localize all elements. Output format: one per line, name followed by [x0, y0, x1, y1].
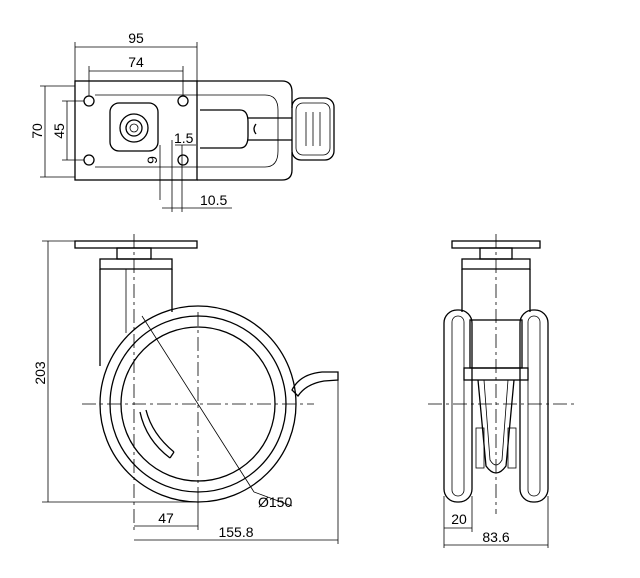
dim-155-8-label: 155.8 — [218, 524, 253, 540]
front-wheel-right — [519, 309, 549, 503]
dim-1-5-label: 1.5 — [174, 130, 194, 146]
dim-150-shelf — [253, 491, 293, 507]
top-brake-joint — [253, 123, 257, 135]
front-wheel-left — [443, 309, 473, 503]
bolt-hole-tr — [177, 95, 189, 107]
dim-95-label: 95 — [128, 30, 144, 46]
top-brake-stem — [248, 117, 292, 141]
side-swivel-ring — [99, 258, 173, 270]
top-view: 95 74 70 45 1.5 9 10.5 — [29, 30, 335, 212]
dim-45-label: 45 — [51, 123, 67, 139]
front-wheel-left-inner — [451, 315, 465, 497]
front-hub-left — [475, 427, 485, 469]
front-view: 20 83.6 — [428, 234, 578, 548]
side-view: Ø150 203 47 155.8 — [32, 234, 339, 544]
side-hub-arc — [139, 409, 175, 459]
dim-20-label: 20 — [451, 511, 467, 527]
dim-74-label: 74 — [128, 54, 144, 70]
top-plate — [74, 80, 198, 181]
top-brake-pedal-inner — [295, 102, 331, 156]
side-plate — [74, 240, 198, 249]
bolt-hole-br — [177, 154, 189, 166]
bolt-hole-tl — [83, 95, 95, 107]
side-hub-arc-end — [169, 451, 175, 459]
dim-70-label: 70 — [29, 123, 45, 139]
dim-203-label: 203 — [32, 361, 48, 385]
front-hub-right — [507, 427, 517, 469]
top-boss — [109, 102, 159, 152]
top-swivel-inner — [125, 119, 143, 137]
dim-150-label: Ø150 — [258, 494, 292, 510]
front-wheel-right-inner — [527, 315, 541, 497]
dim-83-6-label: 83.6 — [482, 529, 509, 545]
front-fork-legs — [461, 269, 531, 312]
dim-150-leader — [141, 315, 255, 493]
dim-47-label: 47 — [158, 510, 174, 526]
top-housing-inner — [95, 94, 279, 168]
top-brake-body — [200, 109, 249, 149]
top-swivel-outer — [119, 113, 149, 143]
top-swivel-core — [129, 123, 139, 133]
top-housing — [197, 80, 293, 181]
dim-9-label: 9 — [144, 156, 160, 164]
top-brake-pedal — [291, 97, 335, 161]
side-brake-pedal — [291, 371, 339, 398]
bolt-hole-bl — [83, 154, 95, 166]
dim-10-5-label: 10.5 — [200, 192, 227, 208]
side-fork — [99, 269, 173, 366]
